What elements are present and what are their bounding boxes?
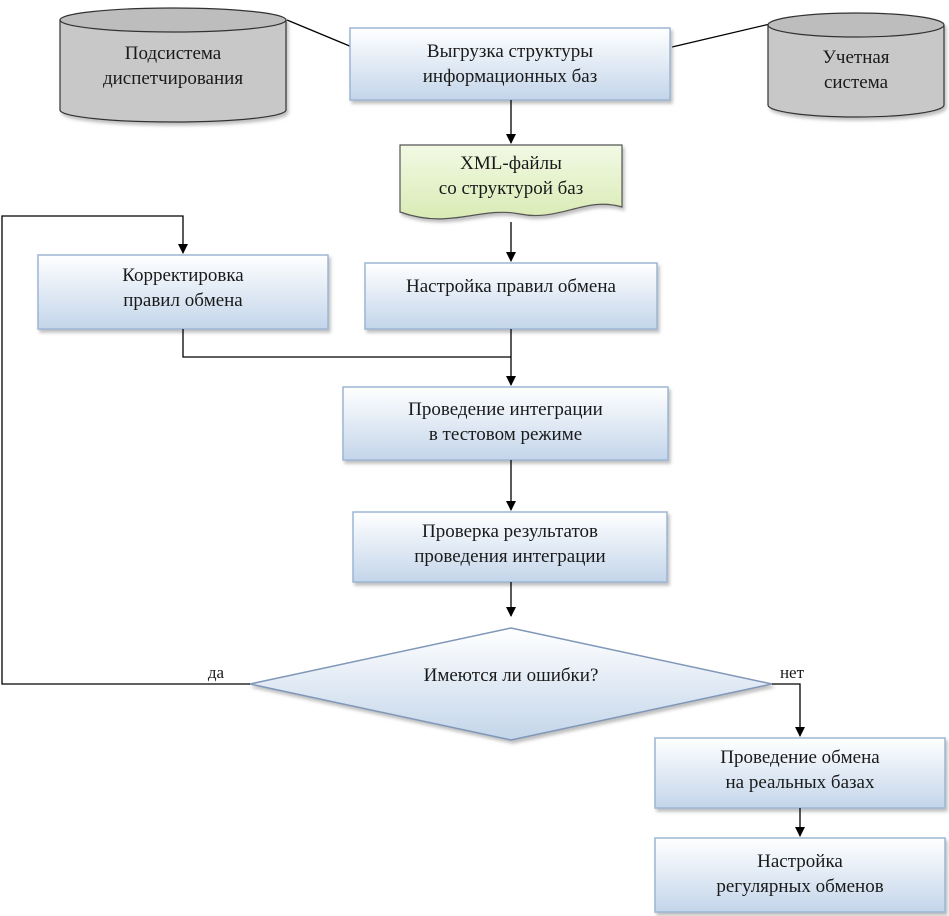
xml-document-shape: [399, 144, 623, 220]
accounting-db-label: Учетная система: [822, 47, 890, 93]
real-box: [654, 737, 946, 809]
check-box: [352, 511, 668, 583]
correct-label: Корректировка правил обмена: [122, 265, 244, 311]
regular-box: [654, 837, 946, 913]
accounting-database-shape: [767, 12, 945, 118]
yes-edge-label: да: [207, 662, 225, 682]
arrow-decision-yes-loop: [1, 215, 250, 685]
xml-label: XML-файлы со структурой баз: [438, 153, 584, 199]
no-edge-label: нет: [779, 662, 805, 682]
export-box: [349, 27, 671, 101]
export-label: Выгрузка структуры информационных баз: [422, 41, 598, 87]
decision-label: Имеются ли ошибки?: [423, 664, 599, 686]
connector-dispatch-export: [286, 19, 353, 48]
test-box: [342, 386, 669, 461]
arrow-correct-merge: [182, 329, 511, 358]
real-label: Проведение обмена на реальных базах: [720, 747, 880, 793]
arrow-decision-no: [772, 683, 805, 737]
check-label: Проверка результатов проведения интеграц…: [414, 521, 606, 567]
setup-label: Настройка правил обмена: [406, 275, 616, 297]
regular-label: Настройка регулярных обменов: [716, 851, 884, 897]
dispatch-db-label: Подсистема диспетчирования: [102, 43, 244, 89]
dispatch-database-shape: [59, 7, 287, 123]
test-label: Проведение интеграции в тестовом режиме: [408, 399, 603, 445]
connector-accounting-export: [671, 23, 771, 48]
